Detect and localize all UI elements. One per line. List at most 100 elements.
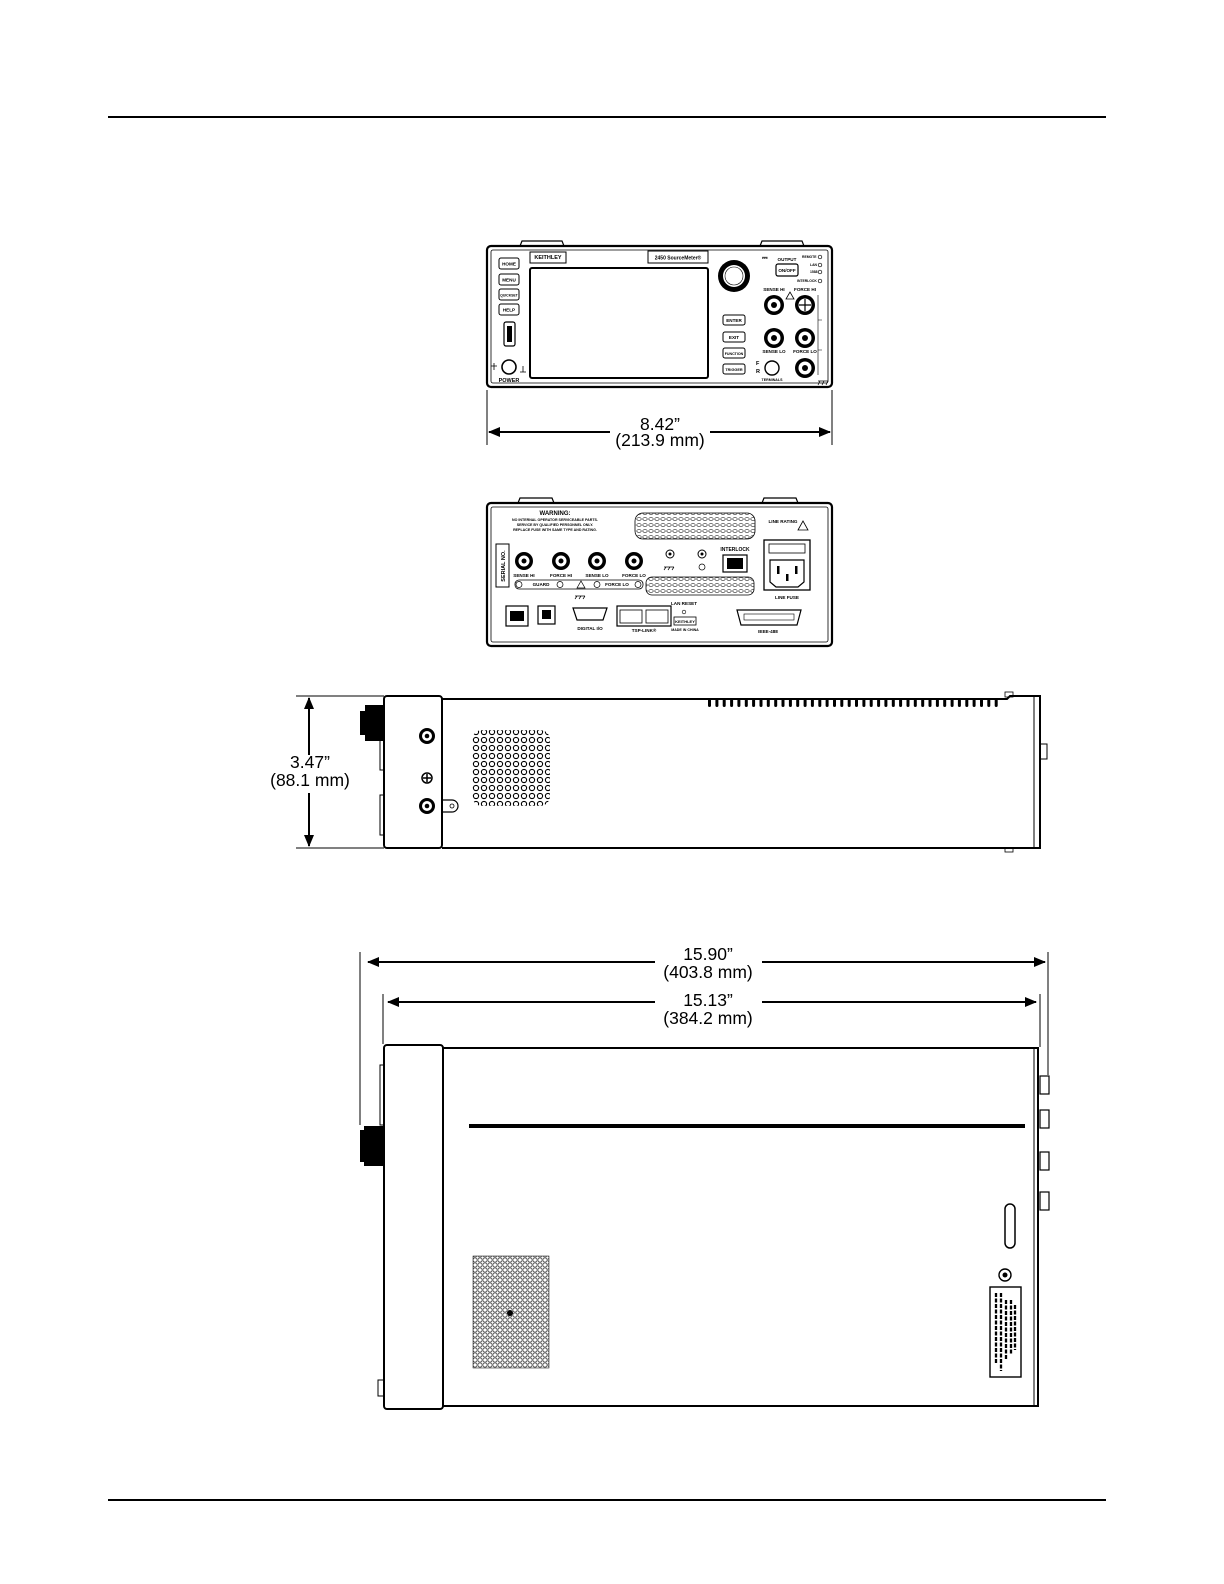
status-indicators: REMOTE LAN 1588 INTERLOCK (797, 254, 823, 284)
vent-slot (950, 699, 954, 707)
svg-text:SENSE HI: SENSE HI (513, 573, 534, 578)
ac-power-inlet (763, 539, 811, 591)
front-usb-port-icon (503, 321, 516, 347)
enter-button: ENTER (726, 318, 742, 323)
indicator-1588: 1588 (810, 270, 818, 274)
vent-slot (913, 699, 917, 707)
side-view (360, 691, 1048, 853)
front-right-buttons: ENTER EXIT FUNCTION TRIGGER (722, 314, 746, 375)
model-label: 2450 SourceMeter® (655, 255, 702, 262)
model-plate (647, 250, 709, 264)
rear-warning-title: WARNING: (540, 511, 571, 517)
vent-slot (877, 699, 881, 707)
power-switch-icon (501, 359, 517, 375)
protective-earth-icon (698, 563, 706, 571)
lan-reset-label: LAN RESET (671, 601, 697, 606)
digital-io-connector (572, 607, 608, 621)
width-dimension: 8.42” (213.9 mm) (486, 390, 833, 450)
vent-slot (840, 699, 844, 707)
rear-usb-port-icon (537, 605, 556, 625)
home-button: HOME (502, 262, 516, 267)
indicator-lan: LAN (810, 263, 818, 267)
terminals-switch-icon (764, 360, 780, 376)
vent-slot (943, 699, 947, 707)
vent-slot (899, 699, 903, 707)
vent-slot (921, 699, 925, 707)
vent-slot (803, 699, 807, 707)
depth-overall-mm: (403.8 mm) (663, 962, 752, 982)
vent-slot (906, 699, 910, 707)
vent-slot (788, 699, 792, 707)
rear-vent-bottom (645, 576, 755, 596)
vent-slot (972, 699, 976, 707)
top-slot (1004, 1203, 1016, 1249)
vent-slot (759, 699, 763, 707)
warning-triangle-icon (785, 291, 795, 300)
output-label: OUTPUT (778, 257, 797, 262)
front-view: HOME MENU QUICKSET HELP POWER KEITHLEY 2… (485, 240, 834, 389)
line-fuse-label: LINE FUSE (775, 595, 799, 600)
exit-button: EXIT (729, 335, 739, 340)
vent-slot (847, 699, 851, 707)
svg-text:DIGITAL I/O: DIGITAL I/O (577, 626, 603, 631)
vent-slot (957, 699, 961, 707)
front-button-column: HOME MENU QUICKSET HELP POWER (491, 257, 526, 384)
depth-overall-inches: 15.90” (683, 944, 733, 964)
vent-slot (708, 699, 711, 707)
vent-slot (730, 699, 734, 707)
tsp-link-ports (616, 605, 672, 627)
vent-slot (796, 699, 800, 707)
width-mm: (213.9 mm) (615, 430, 704, 450)
vent-slot (774, 699, 778, 707)
interlock-connector (722, 554, 748, 573)
terminals-label: TERMINALS (762, 378, 784, 382)
svg-text:KEITHLEY: KEITHLEY (675, 619, 695, 624)
svg-text:FORCE HI: FORCE HI (550, 573, 572, 578)
output-on-off-button (775, 263, 799, 277)
help-button: HELP (503, 308, 515, 313)
vent-slot (869, 699, 873, 707)
vent-slot (928, 699, 932, 707)
interlock-label: INTERLOCK (720, 547, 750, 553)
top-seam (469, 1124, 1025, 1128)
height-dimension: 3.47” (88.1 mm) (270, 695, 384, 849)
svg-text:IEEE-488: IEEE-488 (758, 629, 778, 634)
vent-slot (965, 699, 969, 707)
vent-slot (818, 699, 822, 707)
vent-slot (980, 699, 983, 707)
svg-text:SERIAL NO.: SERIAL NO. (501, 550, 507, 582)
power-label: POWER (499, 378, 520, 384)
vent-slot (891, 699, 895, 707)
rear-terminals: SENSE HI FORCE HI SENSE LO FORCE LO GUAR… (513, 549, 707, 600)
vent-slot (855, 699, 858, 707)
svg-text:NO INTERNAL OPERATOR SERVICEAB: NO INTERNAL OPERATOR SERVICEABLE PARTS. (512, 518, 598, 522)
front-sense-hi-label: SENSE HI (763, 287, 784, 292)
depth-chassis-inches: 15.13” (683, 990, 733, 1010)
vent-slot (825, 699, 829, 707)
svg-text:FORCE LO: FORCE LO (622, 573, 646, 578)
made-in-label: MADE IN CHINA (671, 628, 699, 632)
indicator-interlock: INTERLOCK (797, 279, 817, 283)
serial-number-plate (495, 543, 510, 588)
vent-slot (862, 699, 866, 707)
svg-text:KEITHLEY: KEITHLEY (534, 255, 562, 261)
svg-text:REPLACE FUSE WITH SAME TYPE AN: REPLACE FUSE WITH SAME TYPE AND RATING. (513, 528, 597, 532)
vent-slot (715, 699, 719, 707)
vent-slot (994, 699, 998, 707)
vent-slot (722, 699, 726, 707)
menu-button: MENU (502, 278, 516, 283)
footer-rule (108, 1499, 1106, 1501)
width-inches: 8.42” (640, 414, 680, 434)
front-sense-lo-label: SENSE LO (762, 349, 786, 354)
front-terminals: SENSE HI FORCE HI SENSE LO FORCE LO F R … (756, 287, 829, 386)
header-rule (108, 116, 1106, 118)
side-vent-slots (708, 699, 998, 707)
rear-force-lo-label: FORCE LO (605, 582, 629, 587)
vent-slot (935, 699, 939, 707)
svg-text:SENSE LO: SENSE LO (585, 573, 609, 578)
guard-label: GUARD (533, 582, 551, 587)
depth-chassis-mm: (384.2 mm) (663, 1008, 752, 1028)
trigger-button: TRIGGER (725, 368, 743, 372)
indicator-remote: REMOTE (802, 255, 817, 259)
